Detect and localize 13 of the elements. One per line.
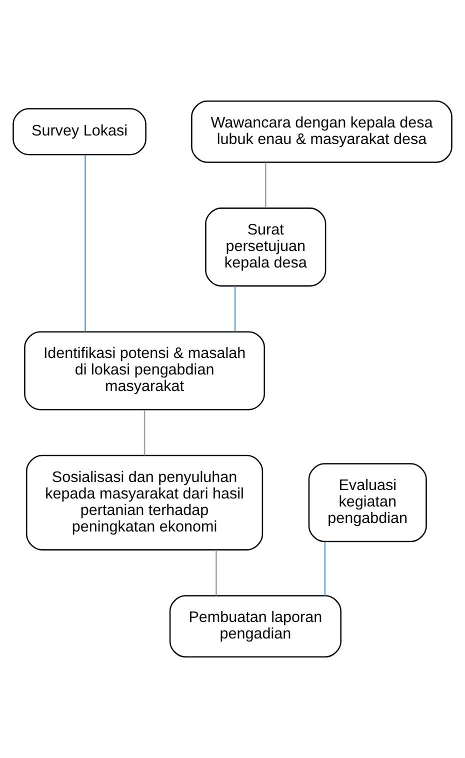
connector xyxy=(324,542,326,596)
node-box: Evaluasi kegiatan pengabdian xyxy=(308,463,427,542)
node-box: Identifikasi potensi & masalah di lokasi pengabdian masyarakat xyxy=(24,331,265,410)
connector xyxy=(84,155,86,332)
connector xyxy=(234,286,236,332)
node-box: Sosialisasi dan penyuluhan kepada masyarakat dari hasil pertanian terhadap peningkatan ekonomi xyxy=(26,454,264,550)
node-box: Pembuatan laporan pengadian xyxy=(169,595,342,658)
node-box: Survey Lokasi xyxy=(12,108,146,156)
connector xyxy=(216,550,217,596)
node-box: Wawancara dengan kepala desa lubuk enau & masyarakat desa xyxy=(191,100,452,163)
connector xyxy=(144,410,146,456)
node-box: Surat persetujuan kepala desa xyxy=(205,208,326,287)
connector xyxy=(265,162,266,208)
